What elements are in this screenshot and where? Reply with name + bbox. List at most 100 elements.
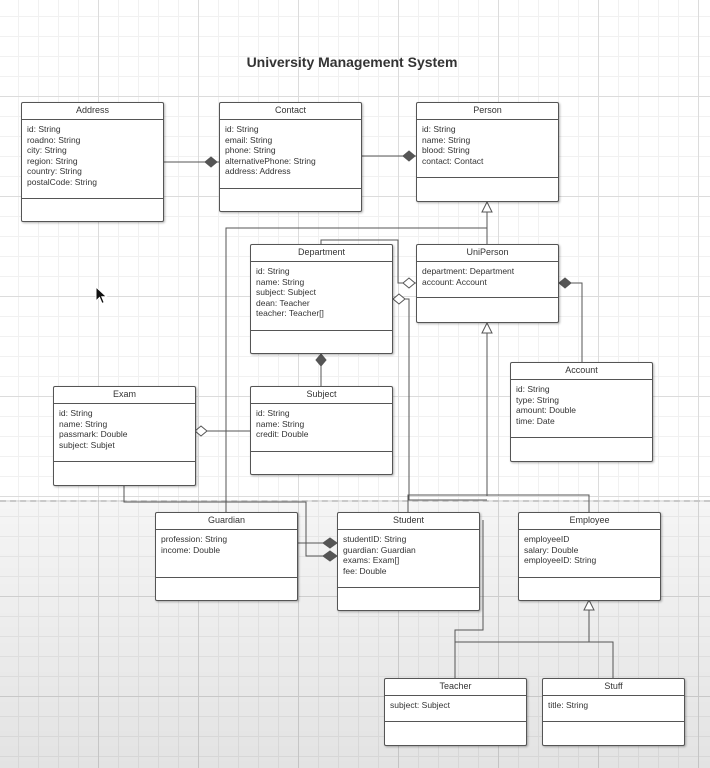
class-name: Employee (519, 513, 660, 530)
class-operations (519, 578, 660, 600)
aggregation-diamond-department (392, 293, 406, 305)
class-attribute: passmark: Double (59, 429, 128, 440)
class-attribute: phone: String (225, 145, 276, 156)
class-attribute: id: String (225, 124, 259, 134)
class-attribute: name: String (422, 134, 471, 145)
class-attribute: id: String (256, 266, 290, 276)
class-operations (220, 189, 361, 211)
class-attribute: fee: Double (343, 565, 387, 576)
class-attribute: dean: Teacher (256, 297, 310, 308)
class-attribute: guardian: Guardian (343, 544, 416, 555)
class-stuff[interactable]: Stuff title: String (542, 678, 685, 746)
class-name: UniPerson (417, 245, 558, 262)
class-name: Subject (251, 387, 392, 404)
class-name: Contact (220, 103, 361, 120)
generalization-arrow-uniperson (481, 321, 493, 334)
composition-diamond-student-guardian (322, 550, 338, 562)
class-attribute: email: String (225, 134, 273, 145)
class-name: Student (338, 513, 479, 530)
connector-uniperson-department (393, 298, 487, 501)
class-attribute: id: String (27, 124, 61, 134)
class-attribute: id: String (516, 384, 550, 394)
composition-diamond-person (402, 150, 416, 162)
class-attribute: amount: Double (516, 405, 577, 416)
class-attribute: account: Account (422, 276, 487, 287)
class-attribute: region: String (27, 155, 78, 166)
class-attribute: subject: Subject (390, 700, 451, 710)
class-attribute: income: Double (161, 544, 221, 555)
class-attribute: exams: Exam[] (343, 555, 400, 566)
class-attribute: id: String (422, 124, 456, 134)
connector-teacher-student (454, 520, 484, 642)
composition-diamond-uniperson (558, 277, 572, 289)
class-operations (417, 178, 558, 201)
diagram-title: University Management System (246, 54, 458, 70)
class-name: Teacher (385, 679, 526, 696)
class-attribute: subject: Subject (256, 287, 317, 298)
class-attribute: title: String (548, 700, 589, 710)
class-attribute: id: String (59, 408, 93, 418)
class-attribute: name: String (256, 418, 305, 429)
class-attribute: employeeID: String (524, 555, 597, 566)
generalization-arrow-person (481, 200, 493, 213)
class-attribute: type: String (516, 394, 559, 405)
class-attribute: subject: Subjet (59, 439, 115, 450)
class-operations (385, 722, 526, 745)
class-teacher[interactable]: Teacher subject: Subject (384, 678, 527, 746)
class-attribute: country: String (27, 166, 82, 177)
class-name: Person (417, 103, 558, 120)
aggregation-diamond-uniperson (402, 277, 416, 289)
class-operations (417, 298, 558, 322)
class-attribute: id: String (256, 408, 290, 418)
class-attribute: department: Department (422, 266, 515, 276)
class-operations (511, 438, 652, 461)
class-name: Guardian (156, 513, 297, 530)
class-attribute: blood: String (422, 145, 470, 156)
class-attribute: postalCode: String (27, 176, 97, 187)
class-operations (156, 578, 297, 600)
mouse-pointer-icon (95, 286, 108, 305)
aggregation-diamond-exam (194, 425, 208, 437)
class-attribute: roadno: String (27, 134, 81, 145)
connector-exam-student (123, 485, 337, 557)
connector-account-uniperson (558, 282, 583, 362)
class-attribute: salary: Double (524, 544, 579, 555)
generalization-arrow-employee (583, 598, 595, 611)
class-name: Stuff (543, 679, 684, 696)
class-operations (251, 331, 392, 353)
connector-guardian-person (225, 227, 487, 512)
class-name: Exam (54, 387, 195, 404)
composition-diamond-contact (204, 156, 218, 168)
class-attribute: credit: Double (256, 429, 309, 440)
class-operations (543, 722, 684, 745)
connector-student-inherit (407, 494, 590, 512)
class-operations (54, 462, 195, 485)
class-attribute: time: Date (516, 415, 555, 426)
class-attribute: contact: Contact (422, 155, 484, 166)
class-operations (251, 452, 392, 474)
composition-diamond-department (315, 353, 327, 367)
class-name: Address (22, 103, 163, 120)
class-attribute: name: String (59, 418, 108, 429)
